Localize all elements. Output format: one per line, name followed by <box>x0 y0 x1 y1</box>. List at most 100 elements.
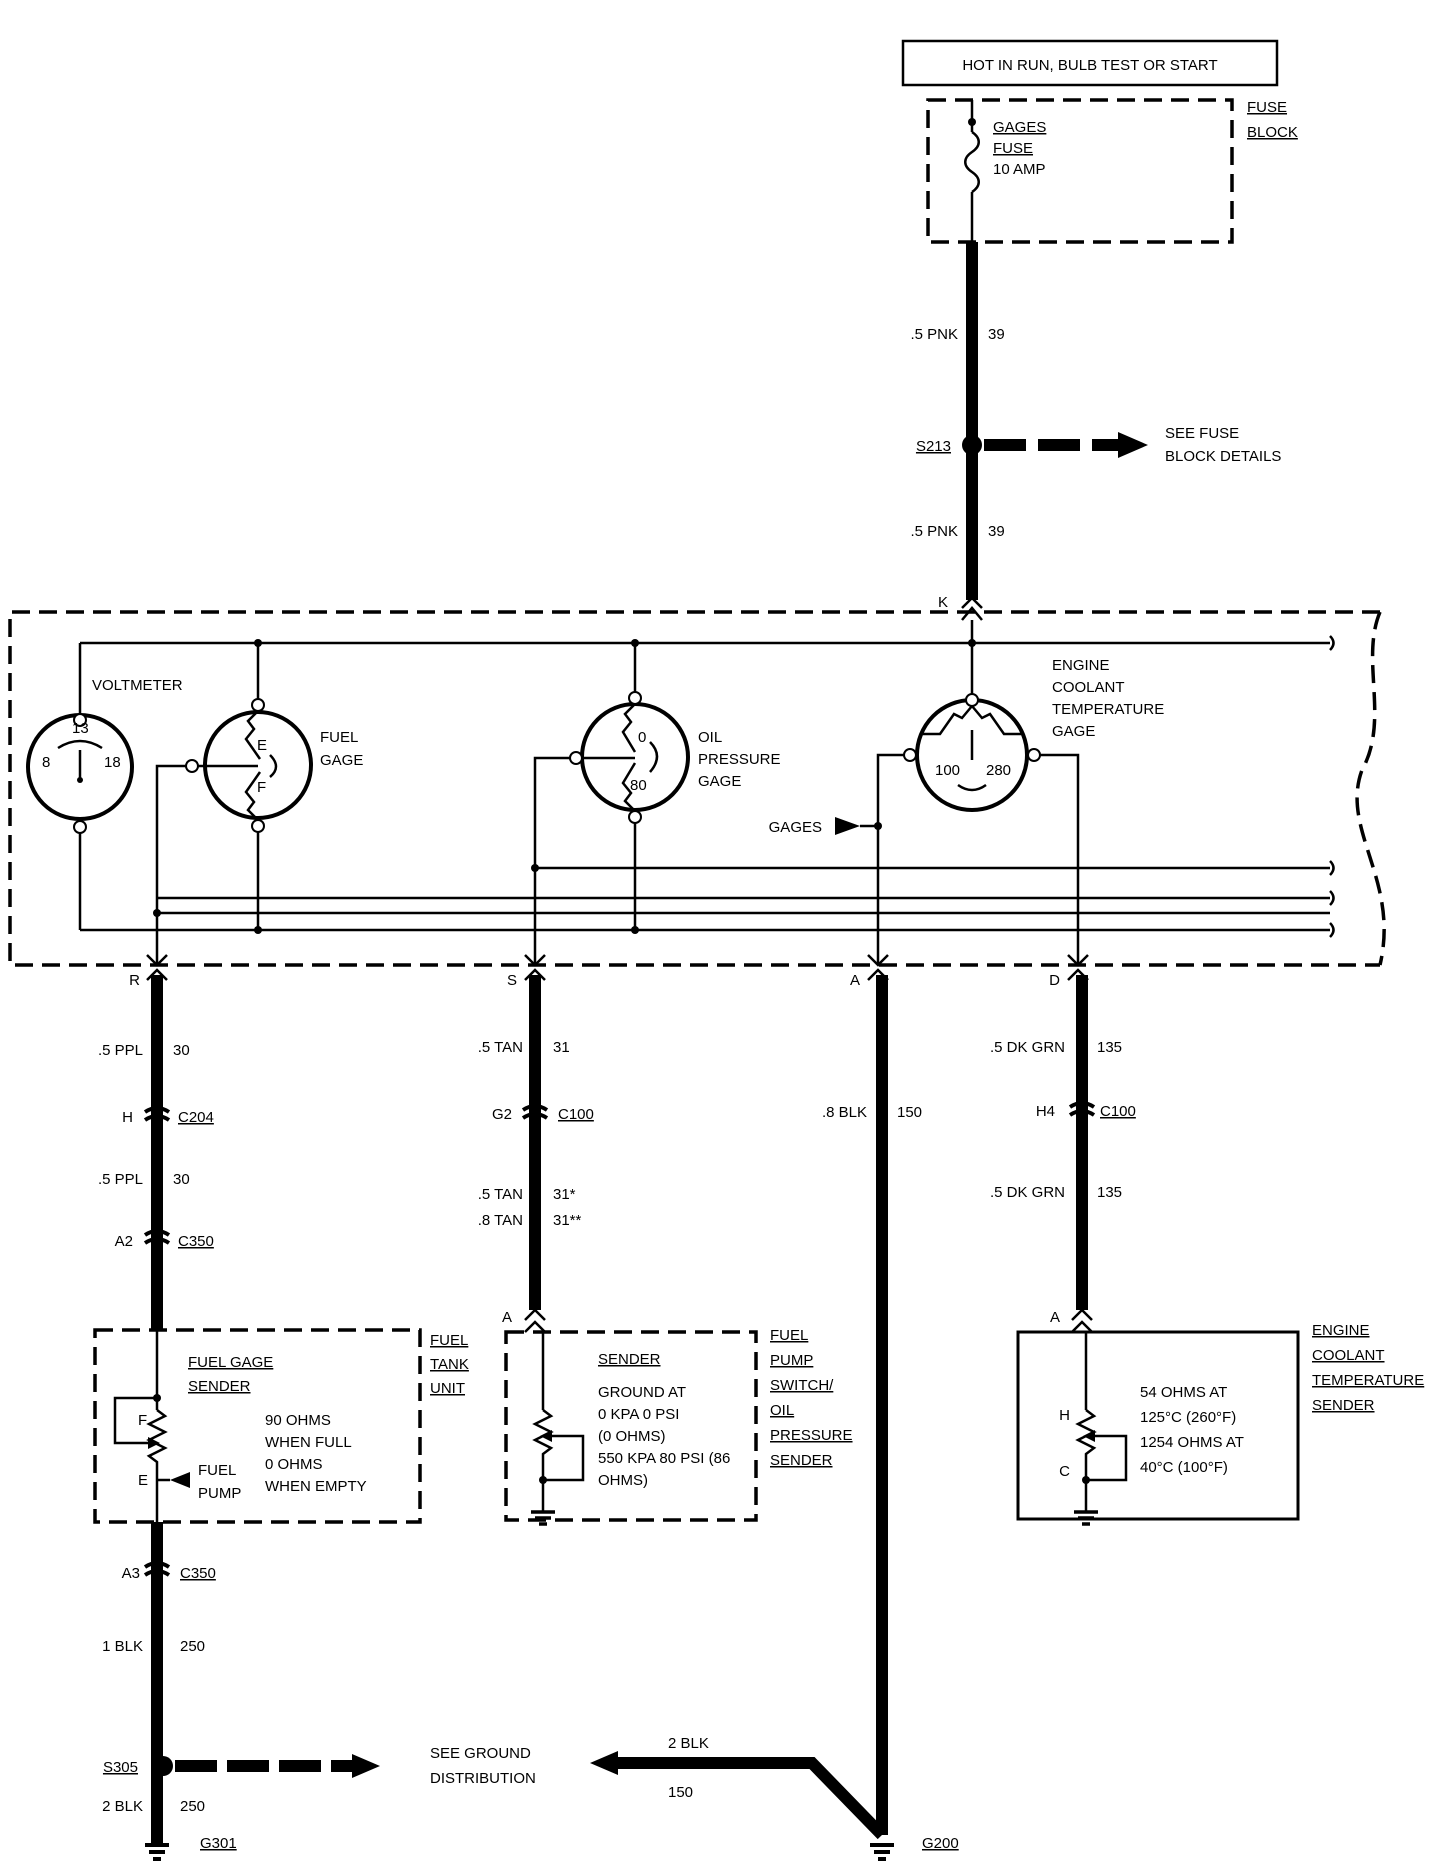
wire-150-circuit: 150 <box>897 1104 922 1121</box>
wire-39-circuit: 39 <box>988 326 1005 343</box>
ect-sender-spec-3: 1254 OHMS AT <box>1140 1434 1244 1451</box>
wire-135-circuit: 135 <box>1097 1039 1122 1056</box>
ect-sender-pin-a: A <box>1050 1309 1060 1326</box>
wire-30-circuit: 30 <box>173 1042 190 1059</box>
c204-label: C204 <box>178 1109 214 1126</box>
oil-sender-unit-label-2: PUMP <box>770 1352 813 1369</box>
wire-31-size: .5 TAN <box>478 1039 523 1056</box>
fuel-pump-icon <box>170 1472 190 1488</box>
fuse-name-2: FUSE <box>993 140 1033 157</box>
wire-30-circuit-2: 30 <box>173 1171 190 1188</box>
fuel-sender-spec: 90 OHMS <box>265 1412 331 1429</box>
voltmeter-tick-8: 8 <box>42 754 50 771</box>
fuse-name: GAGES <box>993 119 1046 136</box>
power-label-box <box>901 39 1279 87</box>
pin-a: A <box>850 972 860 989</box>
connector-c350-2 <box>143 1561 171 1577</box>
ground-g200-icon <box>870 1843 894 1861</box>
instrument-cluster-outline <box>8 610 1380 967</box>
c100-pin: G2 <box>492 1106 512 1123</box>
wire-135-size-2: .5 DK GRN <box>990 1184 1065 1201</box>
connector-s-sender <box>524 1308 546 1333</box>
pin-r: R <box>129 972 140 989</box>
oil-sender-unit-label-4: OIL <box>770 1402 794 1419</box>
fuel-sender-pin-e: E <box>138 1472 148 1489</box>
oil-sender-spec-3: (0 OHMS) <box>598 1428 666 1445</box>
coolant-gage-label-2: COOLANT <box>1052 679 1125 696</box>
pin-k: K <box>938 594 948 611</box>
coolant-gage-label-4: GAGE <box>1052 723 1095 740</box>
c100-2-pin: H4 <box>1036 1103 1055 1120</box>
oil-sender-unit-label-6: SENDER <box>770 1452 833 1469</box>
fuse-block-label-2: BLOCK <box>1247 124 1298 141</box>
wire-31-circuit-3: 31** <box>553 1212 582 1229</box>
ect-sender-resistor <box>1075 1409 1097 1480</box>
wire-135-circuit-2: 135 <box>1097 1184 1122 1201</box>
ect-sender-pin-h: H <box>1059 1407 1070 1424</box>
gages-arrow-icon <box>835 817 860 835</box>
ground-dist-ref: SEE GROUND <box>430 1745 531 1762</box>
c350-2-pin: A3 <box>122 1565 140 1582</box>
wire-31-size-2: .5 TAN <box>478 1186 523 1203</box>
oil-gauge-0: 0 <box>638 729 646 746</box>
ect-sender-unit-label-4: SENDER <box>1312 1397 1375 1414</box>
ect-sender-spec-2: 125°C (260°F) <box>1140 1409 1236 1426</box>
pin-s: S <box>507 972 517 989</box>
wire-39-size: .5 PNK <box>910 326 958 343</box>
wire-250-circuit-2: 250 <box>180 1798 205 1815</box>
fuel-tank-unit-box <box>93 1328 422 1524</box>
ect-sender-box <box>1016 1330 1300 1521</box>
connector-c100 <box>521 1104 549 1120</box>
wire-31-circuit: 31 <box>553 1039 570 1056</box>
oil-gage-label-2: PRESSURE <box>698 751 781 768</box>
ect-sender-ground-icon <box>1074 1510 1098 1526</box>
fuel-tank-unit-label-3: UNIT <box>430 1380 465 1397</box>
splice-s305-label: S305 <box>103 1759 138 1776</box>
fuel-sender-spec-4: WHEN EMPTY <box>265 1478 367 1495</box>
ect-sender-pin-c: C <box>1059 1463 1070 1480</box>
oil-sender-spec: GROUND AT <box>598 1384 686 1401</box>
ect-sender-unit-label-2: COOLANT <box>1312 1347 1385 1364</box>
connector-c350 <box>143 1229 171 1245</box>
wire-150-branch <box>612 1757 887 1840</box>
fuel-tank-unit-label-2: TANK <box>430 1356 469 1373</box>
fuel-pump-label-2: PUMP <box>198 1485 241 1502</box>
ground-g200-label: G200 <box>922 1835 959 1852</box>
fuel-gage-label: FUEL <box>320 729 358 746</box>
oil-sender-box <box>504 1330 758 1522</box>
c350-2-label: C350 <box>180 1565 216 1582</box>
fuel-gauge-f: F <box>257 779 266 796</box>
oil-gage-label-3: GAGE <box>698 773 741 790</box>
voltmeter-tick-18: 18 <box>104 754 121 771</box>
oil-sender-title: SENDER <box>598 1351 661 1368</box>
ground-g301-icon <box>145 1843 169 1861</box>
coolant-gauge-100: 100 <box>935 762 960 779</box>
oil-sender-unit-label-5: PRESSURE <box>770 1427 853 1444</box>
fuse-block-label: FUSE <box>1247 99 1287 116</box>
wire-39-size-2: .5 PNK <box>910 523 958 540</box>
c350-label: C350 <box>178 1233 214 1250</box>
oil-gauge-80: 80 <box>630 777 647 794</box>
oil-sender-pin-a: A <box>502 1309 512 1326</box>
connector-d-sender <box>1071 1308 1093 1333</box>
fuel-sender-spec-2: WHEN FULL <box>265 1434 352 1451</box>
pin-d: D <box>1049 972 1060 989</box>
oil-sender-spec-2: 0 KPA 0 PSI <box>598 1406 679 1423</box>
fuel-sender-spec-3: 0 OHMS <box>265 1456 323 1473</box>
fuel-gauge-e: E <box>257 737 267 754</box>
power-label: HOT IN RUN, BULB TEST OR START <box>962 57 1217 74</box>
wire-250-size-2: 2 BLK <box>102 1798 143 1815</box>
voltmeter-tick-13: 13 <box>72 720 89 737</box>
g200-ref-arrow-icon <box>590 1751 618 1775</box>
wire-31-size-3: .8 TAN <box>478 1212 523 1229</box>
ground-dist-ref-2: DISTRIBUTION <box>430 1770 536 1787</box>
ect-sender-spec-4: 40°C (100°F) <box>1140 1459 1228 1476</box>
connector-c204 <box>143 1106 171 1122</box>
connector-r <box>146 954 168 967</box>
fuse-block-outline <box>926 98 1234 244</box>
wire-30-size: .5 PPL <box>98 1042 143 1059</box>
gages-label: GAGES <box>769 819 822 836</box>
connector-a <box>867 954 889 967</box>
fuse-rating: 10 AMP <box>993 161 1046 178</box>
